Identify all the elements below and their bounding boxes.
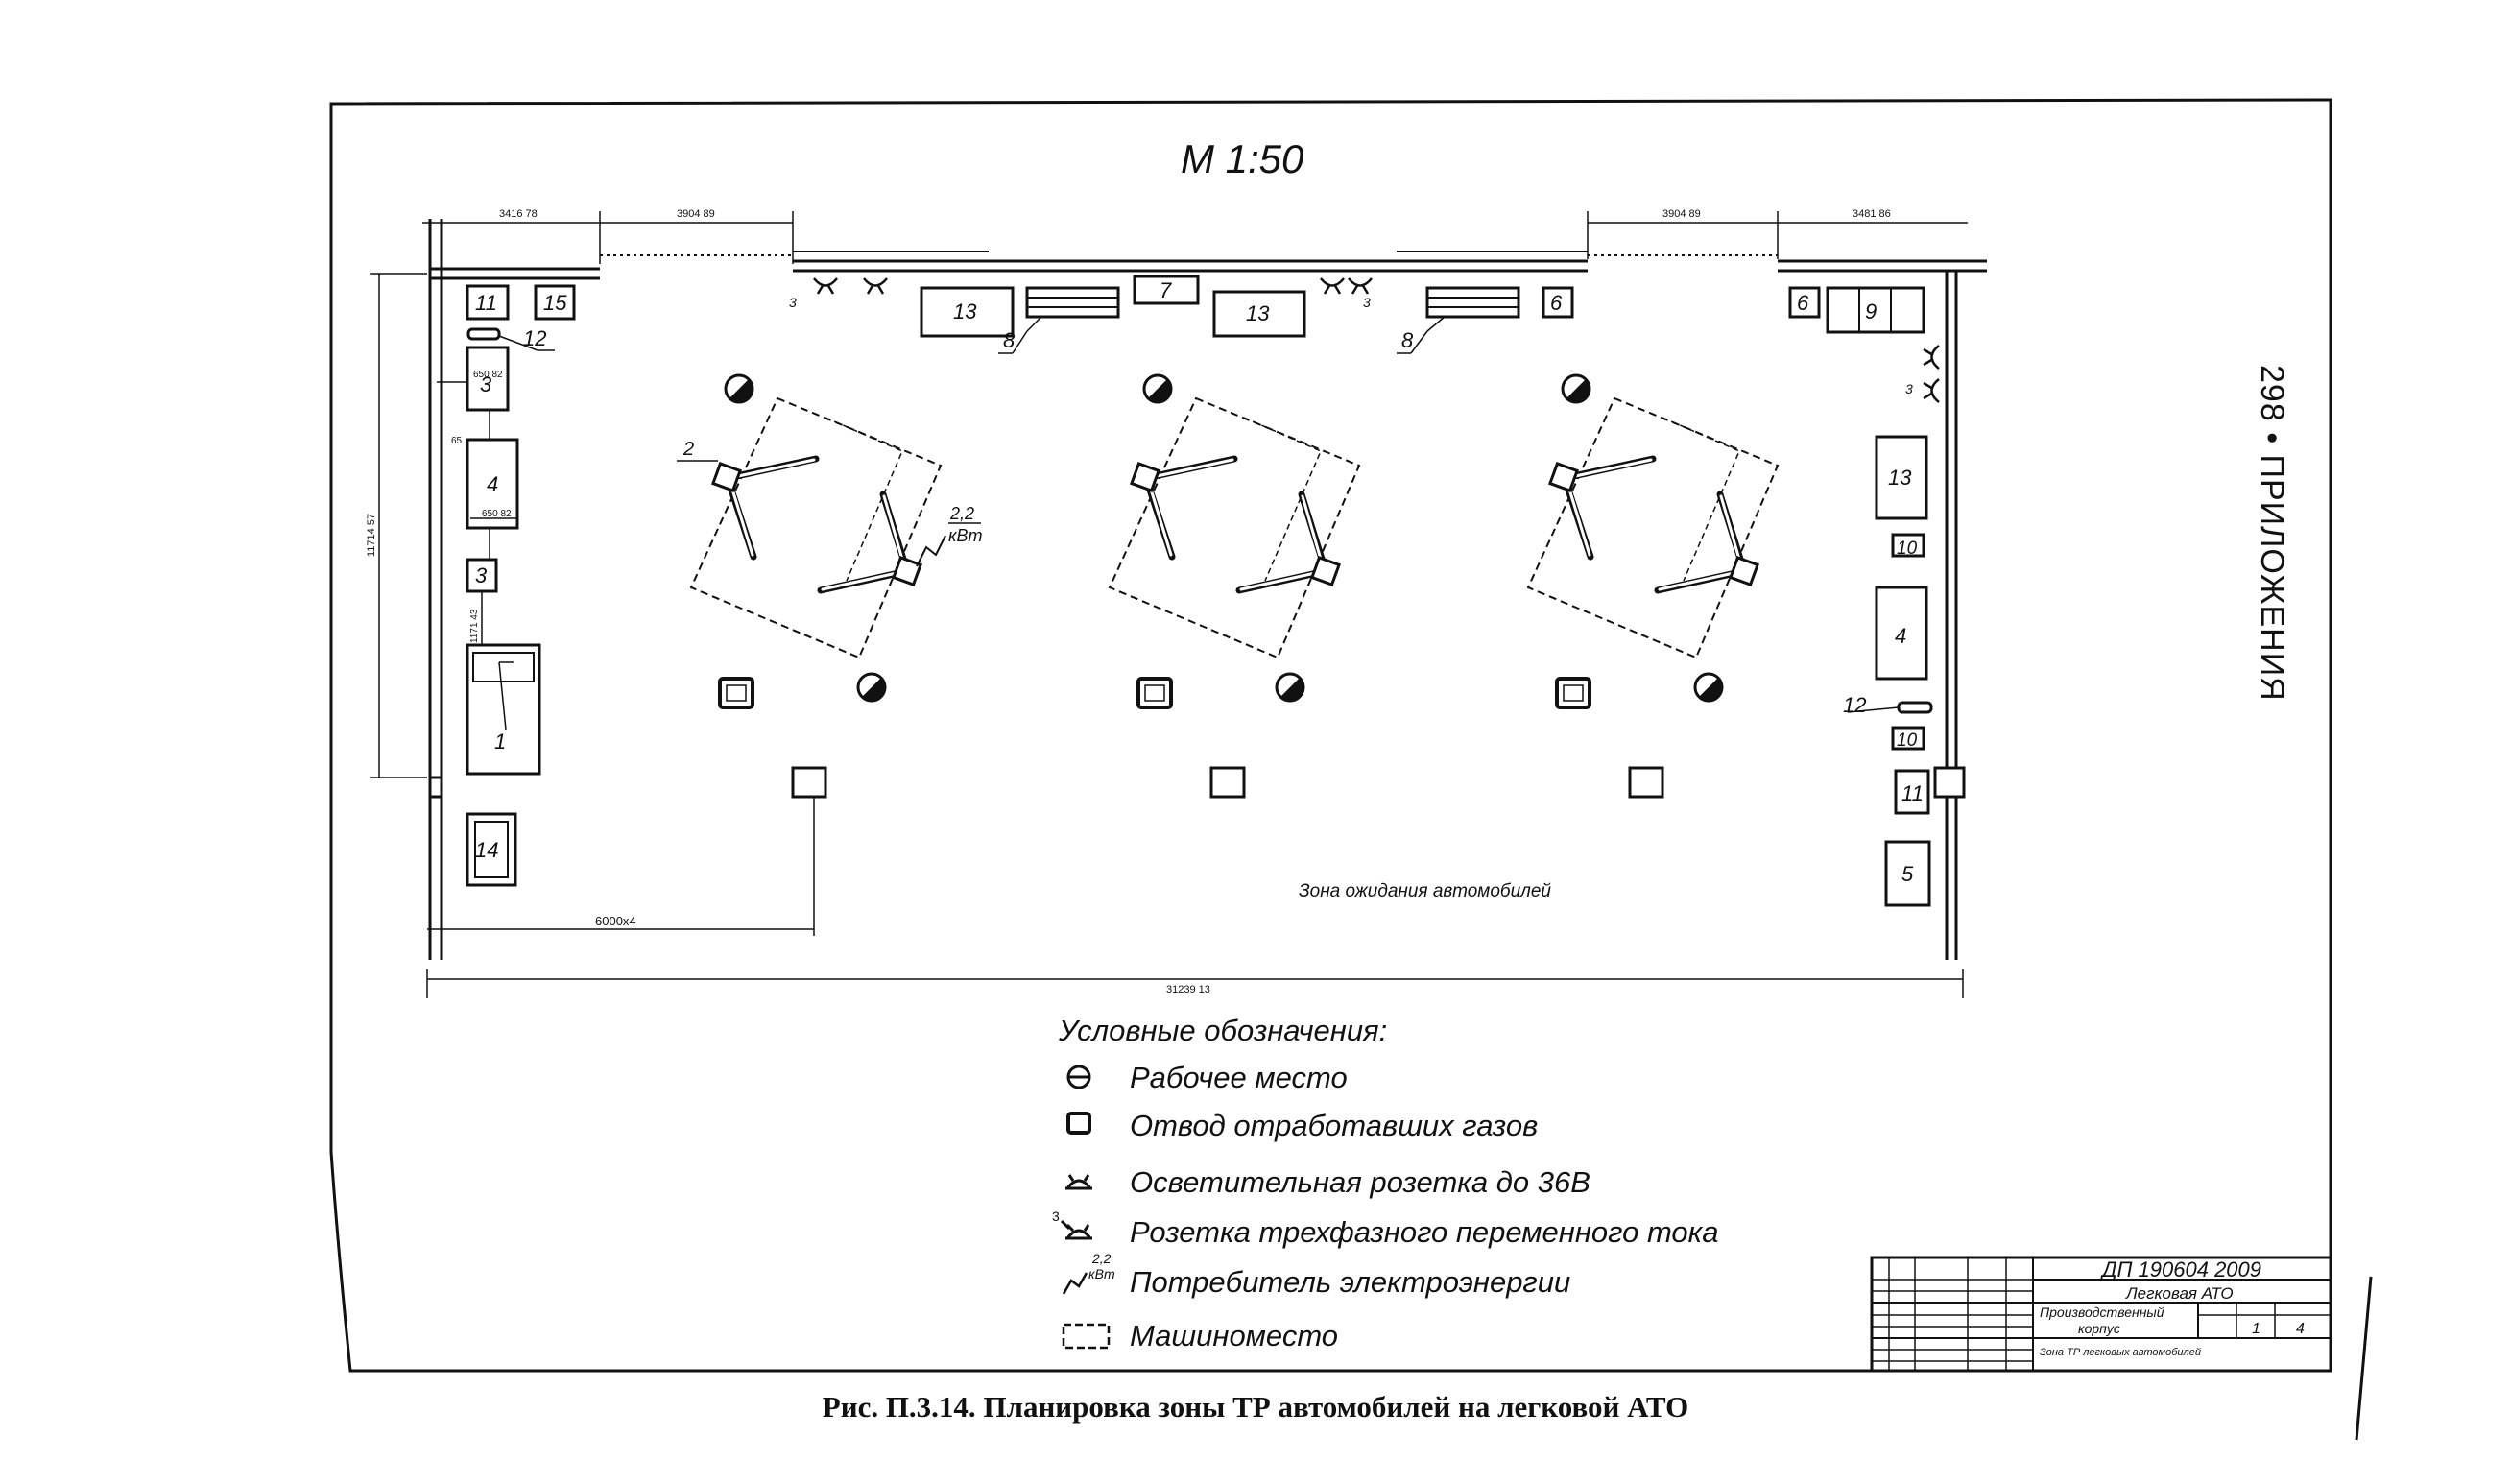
legend-item-1: Рабочее место bbox=[1130, 1061, 1348, 1094]
consumer-icon bbox=[1062, 1272, 1088, 1295]
label-10-b: 10 bbox=[1897, 730, 1918, 751]
dim-small-d: 1171 43 bbox=[469, 609, 480, 643]
title-building-2: корпус bbox=[2078, 1321, 2120, 1336]
label-6-a: 6 bbox=[1550, 291, 1563, 315]
service-bay-1 bbox=[689, 373, 943, 799]
dim-small-a: 650 82 bbox=[473, 370, 503, 380]
page-bullet: • bbox=[2254, 432, 2290, 445]
column-box bbox=[791, 766, 827, 799]
label-7: 7 bbox=[1160, 278, 1172, 302]
legend-title: Условные обозначения: bbox=[1058, 1014, 1387, 1047]
lift-arms bbox=[724, 455, 911, 594]
label-3-left: 3 bbox=[475, 563, 488, 587]
legend-item-5: Потребитель электроэнергии bbox=[1130, 1265, 1570, 1299]
legend-phase-mark: 3 bbox=[1052, 1209, 1060, 1224]
dim-top-left-2: 3904 89 bbox=[677, 208, 715, 220]
dim-top-left-1: 3416 78 bbox=[499, 208, 538, 220]
label-12-right: 12 bbox=[1843, 693, 1866, 717]
legend-power-unit: кВт bbox=[1088, 1266, 1115, 1281]
top-equipment-labels: 3 13 8 7 13 3 8 6 6 9 3 bbox=[789, 278, 1913, 396]
dim-top-right-2: 3481 86 bbox=[1853, 208, 1891, 220]
label-6-b: 6 bbox=[1797, 291, 1809, 315]
label-13-a: 13 bbox=[953, 299, 977, 323]
right-equipment bbox=[1847, 435, 1966, 907]
label-8-a: 8 bbox=[1003, 328, 1016, 352]
label-4-right: 4 bbox=[1895, 624, 1906, 648]
title-doc-code: ДП 190604 2009 bbox=[2099, 1257, 2261, 1281]
label-2: 2 bbox=[682, 439, 694, 460]
label-3-phase-b: 3 bbox=[1363, 295, 1371, 310]
scale-label: М 1:50 bbox=[1181, 136, 1304, 181]
figure-text: Планировка зоны ТР автомобилей на легков… bbox=[983, 1390, 1689, 1424]
page-header: 298 • ПРИЛОЖЕНИЯ bbox=[2253, 365, 2290, 702]
car-place-outline bbox=[689, 396, 943, 659]
consumer-symbol bbox=[916, 535, 946, 567]
label-3-left-top: 3 bbox=[480, 372, 492, 396]
title-drawing-name: Зона ТР легковых автомобилей bbox=[2040, 1347, 2201, 1358]
workplace-marker bbox=[724, 373, 887, 703]
section-title: ПРИЛОЖЕНИЯ bbox=[2254, 454, 2290, 702]
label-8-b: 8 bbox=[1401, 328, 1414, 352]
label-11-left: 11 bbox=[475, 291, 497, 315]
figure-caption: Рис. П.3.14. Планировка зоны ТР автомоби… bbox=[0, 1390, 2511, 1424]
label-5: 5 bbox=[1901, 862, 1914, 886]
service-bay-2 bbox=[1110, 375, 1359, 797]
legend-item-3: Осветительная розетка до 36В bbox=[1130, 1165, 1590, 1199]
label-15: 15 bbox=[543, 291, 567, 315]
three-phase-socket-icon bbox=[1060, 1219, 1092, 1240]
dim-small-c: 650 82 bbox=[482, 509, 512, 519]
title-sheet: 1 bbox=[2252, 1321, 2260, 1337]
label-12-left: 12 bbox=[523, 326, 546, 350]
right-equipment-labels: 13 10 4 12 10 11 5 bbox=[1843, 466, 1924, 886]
lighting-socket-icon bbox=[1065, 1174, 1092, 1190]
title-block bbox=[1870, 1256, 2332, 1373]
label-13-b: 13 bbox=[1246, 301, 1270, 325]
label-10-a: 10 bbox=[1897, 539, 1918, 559]
workplace-icon bbox=[1066, 1065, 1091, 1089]
power-unit: кВт bbox=[948, 526, 983, 545]
car-place-inner bbox=[825, 417, 903, 582]
dim-total-width: 31239 13 bbox=[1166, 984, 1210, 995]
dim-bay-width: 6000х4 bbox=[595, 914, 636, 928]
label-4-left: 4 bbox=[487, 472, 498, 496]
title-building-1: Производственный bbox=[2040, 1304, 2164, 1320]
left-equipment-labels: 11 15 12 3 4 3 1 14 bbox=[475, 291, 567, 862]
title-org: Легковая АТО bbox=[2125, 1284, 2234, 1303]
page-number: 298 bbox=[2254, 365, 2290, 422]
exhaust-outlet bbox=[718, 677, 754, 709]
dim-small-b: 65 bbox=[451, 436, 463, 446]
top-equipment bbox=[920, 275, 1925, 338]
page-edge-mark bbox=[2355, 1276, 2373, 1441]
label-13-right: 13 bbox=[1888, 466, 1912, 490]
legend-item-6: Машиноместо bbox=[1130, 1319, 1338, 1352]
left-equipment bbox=[466, 284, 576, 887]
waiting-zone-label: Зона ожидания автомобилей bbox=[1299, 881, 1551, 901]
label-1: 1 bbox=[494, 730, 506, 754]
legend-power-value: 2,2 bbox=[1091, 1251, 1112, 1266]
dim-top-right-1: 3904 89 bbox=[1662, 208, 1701, 220]
car-place-icon bbox=[1062, 1323, 1111, 1350]
label-3-phase-c: 3 bbox=[1905, 381, 1913, 396]
legend-item-4: Розетка трехфазного переменного тока bbox=[1130, 1215, 1719, 1249]
legend: Условные обозначения: Рабочее место Отво… bbox=[1052, 1014, 1719, 1352]
label-11-right: 11 bbox=[1901, 781, 1924, 805]
label-9: 9 bbox=[1865, 299, 1877, 323]
title-sheets: 4 bbox=[2296, 1321, 2305, 1337]
socket-symbols-top bbox=[813, 277, 1940, 403]
dimension-lines bbox=[370, 211, 1968, 998]
service-bay-3 bbox=[1528, 375, 1778, 797]
dim-left-vertical: 11714 57 bbox=[366, 514, 377, 557]
exhaust-icon bbox=[1066, 1112, 1091, 1135]
drawing-frame bbox=[329, 98, 2332, 1373]
label-3-phase-a: 3 bbox=[789, 295, 797, 310]
legend-item-2: Отвод отработавших газов bbox=[1130, 1109, 1538, 1142]
label-14: 14 bbox=[475, 838, 498, 862]
building-walls bbox=[428, 219, 1987, 960]
power-value: 2,2 bbox=[949, 504, 974, 523]
left-small-dims bbox=[437, 335, 555, 730]
figure-number: Рис. П.3.14. bbox=[822, 1390, 976, 1424]
